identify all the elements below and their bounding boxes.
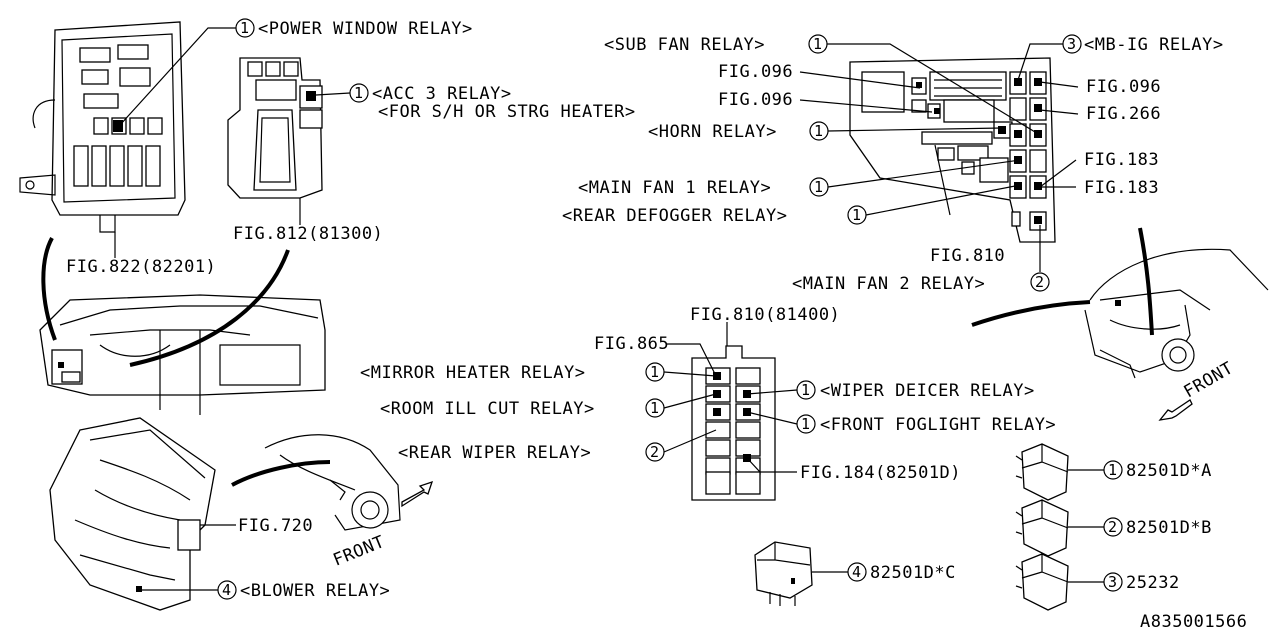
callout-2: 2	[650, 443, 660, 461]
callout-circles	[217, 18, 1123, 600]
label-mb-ig-relay: <MB-IG RELAY>	[1084, 35, 1224, 55]
label-sub-fan-relay: <SUB FAN RELAY>	[604, 35, 765, 55]
front-arrow-icon-right	[1158, 399, 1193, 421]
label-fig822: FIG.822(82201)	[66, 257, 216, 277]
label-rear-wiper-relay: <REAR WIPER RELAY>	[398, 443, 591, 463]
label-acc3-relay: <ACC 3 RELAY>	[372, 84, 512, 104]
label-fig183: FIG.183	[1084, 178, 1159, 198]
label-main-fan2-relay: <MAIN FAN 2 RELAY>	[792, 274, 985, 294]
diagram-id: A835001566	[1140, 612, 1247, 632]
label-fig810-81400: FIG.810(81400)	[690, 305, 840, 325]
label-room-ill-cut-relay: <ROOM ILL CUT RELAY>	[380, 399, 595, 419]
label-blower-relay: <BLOWER RELAY>	[240, 581, 390, 601]
label-wiper-deicer-relay: <WIPER DEICER RELAY>	[820, 381, 1035, 401]
harness-line-right	[1138, 227, 1154, 336]
callout-1: 1	[852, 206, 862, 224]
callout-4: 4	[852, 563, 862, 581]
relay-25232-illustration	[1015, 553, 1069, 611]
label-part-82501d-a: 82501D*A	[1126, 461, 1212, 481]
relay-b-illustration	[1015, 499, 1069, 557]
leader-lines	[114, 27, 1104, 591]
dashboard-illustration	[39, 294, 326, 415]
front-arrow-icon	[401, 480, 434, 508]
blower-unit-illustration	[49, 417, 216, 611]
callout-1: 1	[814, 122, 824, 140]
harness-line-bottom	[231, 460, 331, 487]
harness-line-left	[41, 237, 57, 341]
callout-1: 1	[814, 178, 824, 196]
label-fig096: FIG.096	[718, 62, 793, 82]
label-fig184: FIG.184(82501D)	[800, 463, 961, 483]
label-front-direction: FRONT	[330, 532, 387, 571]
harness-line-right-2	[971, 300, 1091, 327]
label-main-fan1-relay: <MAIN FAN 1 RELAY>	[578, 178, 771, 198]
label-mirror-heater-relay: <MIRROR HEATER RELAY>	[360, 363, 585, 383]
callout-1: 1	[801, 381, 811, 399]
label-rear-defogger-relay: <REAR DEFOGGER RELAY>	[562, 206, 787, 226]
label-power-window-relay: <POWER WINDOW RELAY>	[258, 19, 473, 39]
harness-line-center	[129, 249, 290, 367]
label-part-25232: 25232	[1126, 573, 1180, 593]
callout-2: 2	[1035, 273, 1045, 291]
fuse-box-illustration	[19, 21, 186, 233]
label-fig810: FIG.810	[930, 246, 1005, 266]
car-front-illustration	[1084, 248, 1269, 379]
label-fig720: FIG.720	[238, 516, 313, 536]
relay-bracket-illustration	[227, 57, 323, 199]
relay-a-illustration	[1015, 443, 1069, 501]
label-front-foglight-relay: <FRONT FOGLIGHT RELAY>	[820, 415, 1056, 435]
label-fig183: FIG.183	[1084, 150, 1159, 170]
label-part-82501d-b: 82501D*B	[1126, 518, 1212, 538]
callout-1: 1	[801, 415, 811, 433]
label-fig096: FIG.096	[718, 90, 793, 110]
engine-fuse-box	[849, 57, 1056, 243]
callout-1: 1	[1108, 461, 1118, 479]
car-side-illustration	[264, 434, 401, 531]
label-fig096: FIG.096	[1086, 77, 1161, 97]
label-horn-relay: <HORN RELAY>	[648, 122, 777, 142]
label-fig865: FIG.865	[594, 334, 669, 354]
callout-1: 1	[240, 19, 250, 37]
callout-3: 3	[1067, 35, 1077, 53]
callout-1: 1	[650, 363, 660, 381]
relay-block-81400	[691, 345, 776, 501]
callout-4: 4	[222, 581, 232, 599]
callout-2: 2	[1108, 518, 1118, 536]
callout-1: 1	[650, 399, 660, 417]
callout-1: 1	[813, 35, 823, 53]
callout-3: 3	[1108, 573, 1118, 591]
callout-1: 1	[354, 84, 364, 102]
relay-c-illustration	[754, 541, 813, 606]
label-fig812: FIG.812(81300)	[233, 224, 383, 244]
label-fig266: FIG.266	[1086, 104, 1161, 124]
label-part-82501d-c: 82501D*C	[870, 563, 956, 583]
label-acc3-note: <FOR S/H OR STRG HEATER>	[378, 102, 636, 122]
